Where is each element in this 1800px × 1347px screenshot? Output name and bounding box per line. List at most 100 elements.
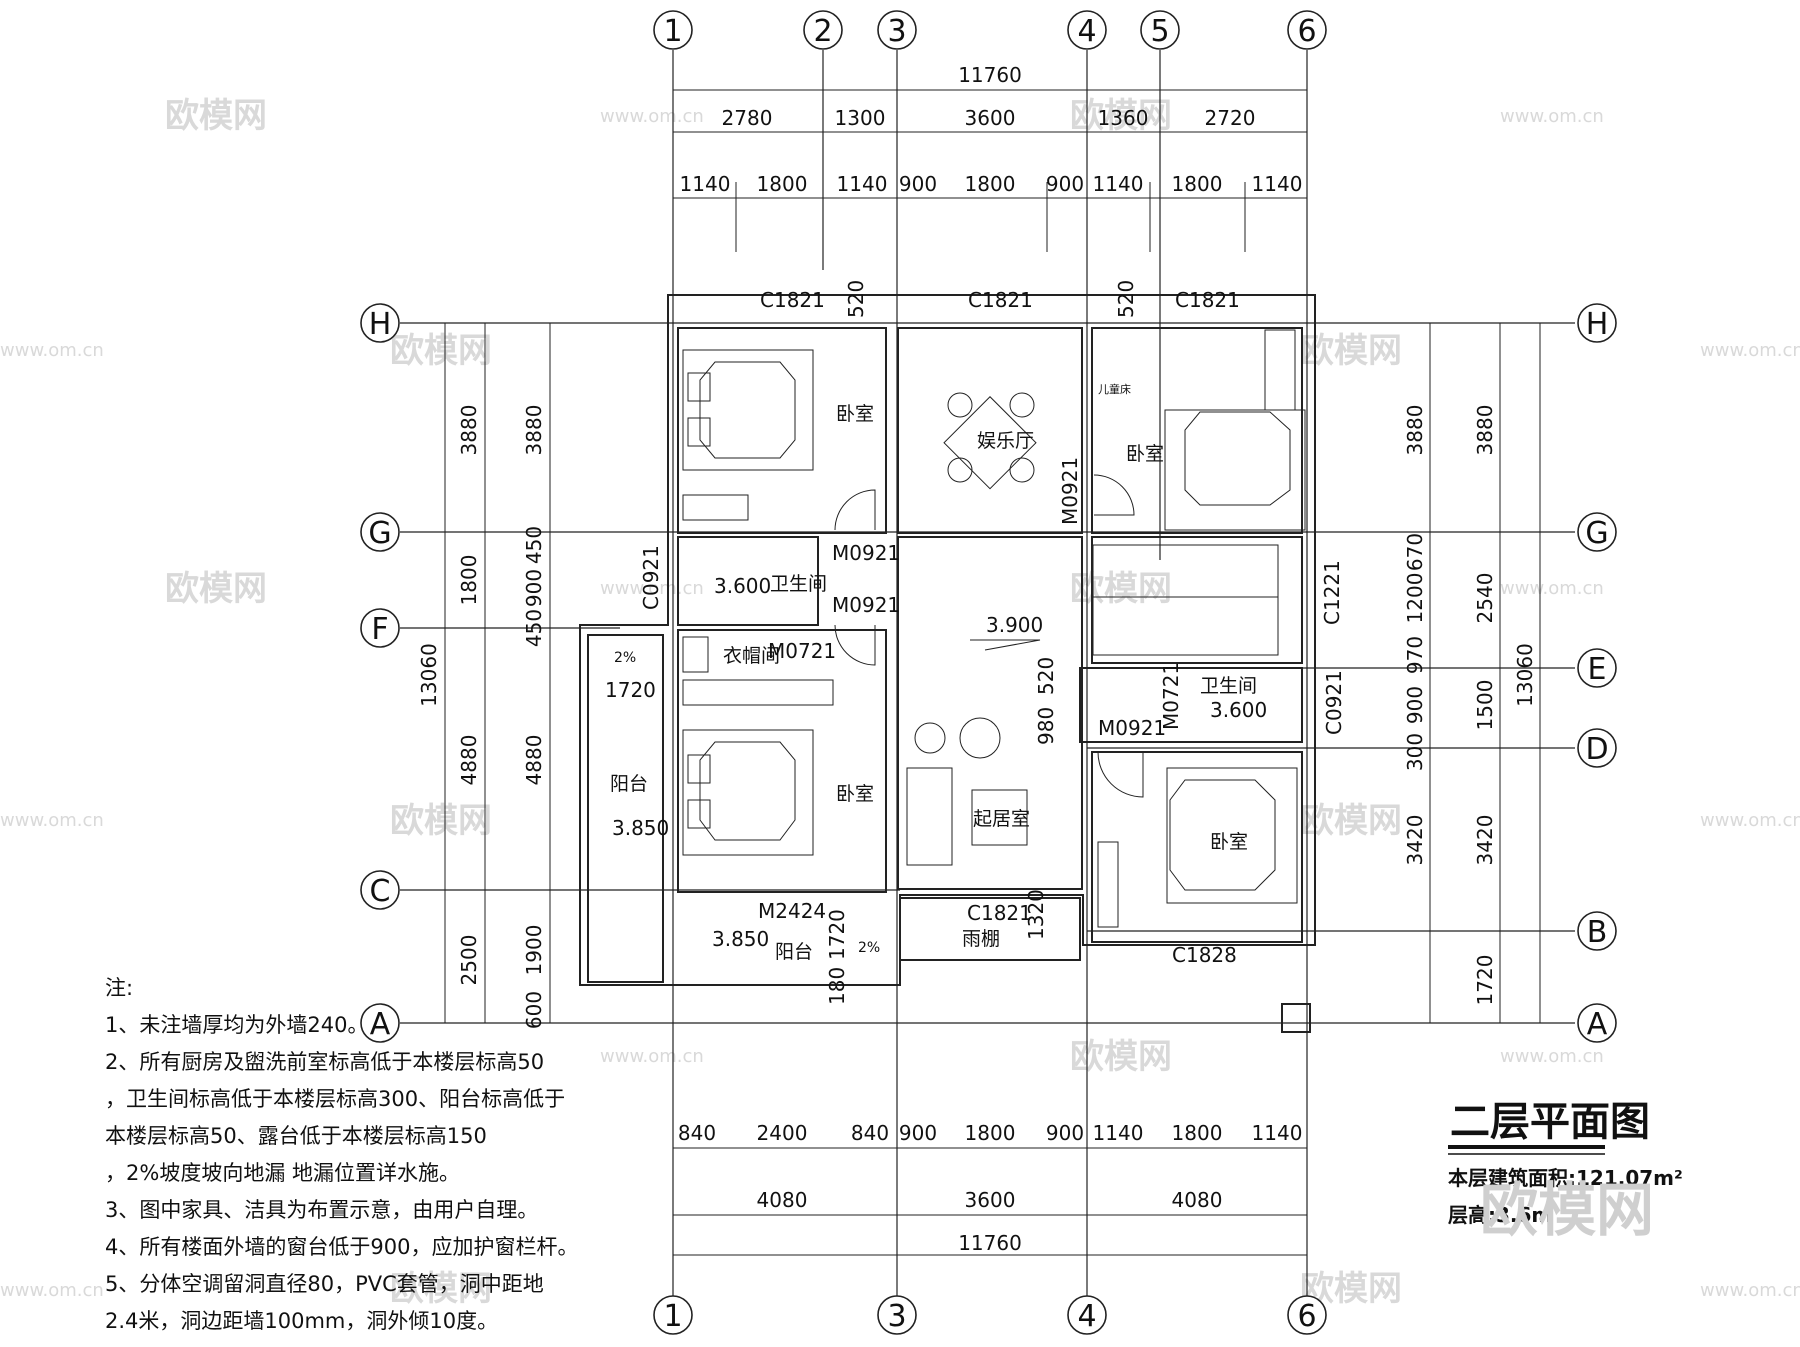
watermark-url: www.om.cn xyxy=(600,106,704,127)
dim-top-mid: 2780 xyxy=(722,106,773,130)
dim-bottom-detail: 1800 xyxy=(965,1121,1016,1145)
stair-wall xyxy=(1091,536,1303,664)
axis-label-E: E xyxy=(1588,652,1607,687)
window-c1828: C1828 xyxy=(1172,943,1237,967)
left-dimensions: 3880 1800 4880 2500 13060 3880 450 900 4… xyxy=(417,323,551,1029)
dim-left-inner: 1900 xyxy=(522,925,546,976)
dim-right-inner: 900 xyxy=(1403,686,1427,724)
pillow-icon xyxy=(687,372,711,402)
dim-bottom-total: 11760 xyxy=(958,1231,1022,1255)
axis-bubble xyxy=(1287,1295,1327,1335)
dim-top-mid: 1360 xyxy=(1098,106,1149,130)
window-c0921: C0921 xyxy=(1322,670,1346,735)
axis-label-4: 4 xyxy=(1077,1299,1096,1334)
dim-bottom-detail: 2400 xyxy=(757,1121,808,1145)
dim-right-mid: 1500 xyxy=(1473,680,1497,731)
axis-bubble xyxy=(1287,10,1327,50)
vertical-axes xyxy=(672,50,1308,1296)
door-swing-icon xyxy=(834,489,876,531)
dim-misc: 980 xyxy=(1034,707,1058,745)
dim-bottom-detail: 1140 xyxy=(1252,1121,1303,1145)
dim-top-mid: 3600 xyxy=(965,106,1016,130)
bed-icon xyxy=(682,349,814,471)
right-dimensions: 3880 670 1200 970 900 300 3420 1720 3880… xyxy=(1403,323,1541,1023)
dim-top-mid: 1300 xyxy=(835,106,886,130)
watermark-url: www.om.cn xyxy=(1700,810,1800,831)
axis-bubble xyxy=(360,512,400,552)
column xyxy=(1281,1003,1311,1033)
axis-bubble xyxy=(1067,10,1107,50)
room-label-bedroom: 卧室 xyxy=(836,783,874,805)
title-block: 二层平面图 本层建筑面积:121.07m² 层高:3.6m 欧模网 xyxy=(1448,1099,1683,1244)
dim-bottom-detail: 840 xyxy=(678,1121,716,1145)
level-toilet: 3.600 xyxy=(714,574,771,598)
dim-bottom-mid: 3600 xyxy=(965,1188,1016,1212)
axis-label-1: 1 xyxy=(663,14,682,49)
note-line: 2.4米，洞边距墙100mm，洞外倾10度。 xyxy=(105,1309,498,1333)
table-icon xyxy=(943,396,1037,490)
bed-cover-icon xyxy=(1184,411,1291,506)
living-wall xyxy=(897,536,1083,890)
door-swing-icon xyxy=(1097,751,1144,798)
dim-right-mid: 3420 xyxy=(1473,815,1497,866)
dim-top-mid: 2720 xyxy=(1205,106,1256,130)
pillow-icon xyxy=(687,799,711,829)
axis-bubble xyxy=(1577,1003,1617,1043)
chair-icon xyxy=(1009,392,1035,418)
bed-icon xyxy=(1166,767,1298,904)
room-label-canopy: 雨棚 xyxy=(962,928,1000,950)
dim-bottom-detail: 900 xyxy=(899,1121,937,1145)
note-line: ，卫生间标高低于本楼层标高300、阳台标高低于 xyxy=(105,1087,565,1111)
watermark-url: www.om.cn xyxy=(1500,106,1604,127)
bed-cover-icon xyxy=(699,361,796,459)
dim-top-detail: 1140 xyxy=(837,172,888,196)
room-label-living: 起居室 xyxy=(973,808,1030,830)
dim-bottom-detail: 900 xyxy=(1046,1121,1084,1145)
level-toilet: 3.600 xyxy=(1210,698,1267,722)
axis-bubbles-columns: 1 2 3 4 5 6 1 3 4 6 xyxy=(653,10,1327,1335)
floor-height: 层高:3.6m xyxy=(1448,1203,1552,1227)
balcony-wall xyxy=(587,634,664,983)
axis-bubble xyxy=(360,870,400,910)
axis-label-F: F xyxy=(371,612,388,647)
watermark-brand: 欧模网 xyxy=(390,1269,492,1309)
axis-bubble xyxy=(1577,648,1617,688)
dim-left-inner: 450 xyxy=(522,526,546,564)
axis-bubble xyxy=(653,10,693,50)
room-label-entertainment: 娱乐厅 xyxy=(977,430,1034,452)
dim-top-detail: 1140 xyxy=(1093,172,1144,196)
room-label-balcony: 阳台 xyxy=(775,941,813,963)
drawing-title: 二层平面图 xyxy=(1450,1099,1650,1145)
note-line: ，2%坡度坡向地漏 地漏位置详水施。 xyxy=(105,1161,460,1185)
level-symbol xyxy=(970,639,1041,651)
door-swing-icon xyxy=(1093,474,1135,516)
walls xyxy=(579,294,1316,1033)
opening-labels: C1821 C1821 C1821 C1821 C1828 C0921 C092… xyxy=(639,288,1346,967)
dim-misc: 180 xyxy=(825,967,849,1005)
dim-top-detail: 1140 xyxy=(680,172,731,196)
axis-bubble xyxy=(803,10,843,50)
axis-bubble xyxy=(877,10,917,50)
window-c1821: C1821 xyxy=(967,901,1032,925)
dim-left-outer: 1800 xyxy=(457,555,481,606)
room-label-bedroom: 卧室 xyxy=(1126,443,1164,465)
furniture xyxy=(682,329,1306,928)
chair-icon xyxy=(1009,457,1035,483)
watermark-url: www.om.cn xyxy=(600,1046,704,1067)
doors xyxy=(834,474,1144,798)
dim-bottom-mid: 4080 xyxy=(1172,1188,1223,1212)
axis-bubble xyxy=(653,1295,693,1335)
watermark-brand: 欧模网 xyxy=(1300,801,1402,841)
tv-cabinet-icon xyxy=(971,789,1028,846)
watermark-logo: 欧模网 xyxy=(1480,1176,1654,1244)
dim-bottom-mid: 4080 xyxy=(757,1188,808,1212)
toilet-wall xyxy=(1079,667,1303,743)
dim-right-inner: 300 xyxy=(1403,733,1427,771)
dim-misc: 1720 xyxy=(825,909,849,960)
axis-bubble xyxy=(1140,10,1180,50)
watermark-brand: 欧模网 xyxy=(165,569,267,609)
axis-label-G: G xyxy=(368,516,391,551)
axis-bubble xyxy=(1577,911,1617,951)
room-label-bedroom: 卧室 xyxy=(836,403,874,425)
bed-icon xyxy=(682,729,814,856)
